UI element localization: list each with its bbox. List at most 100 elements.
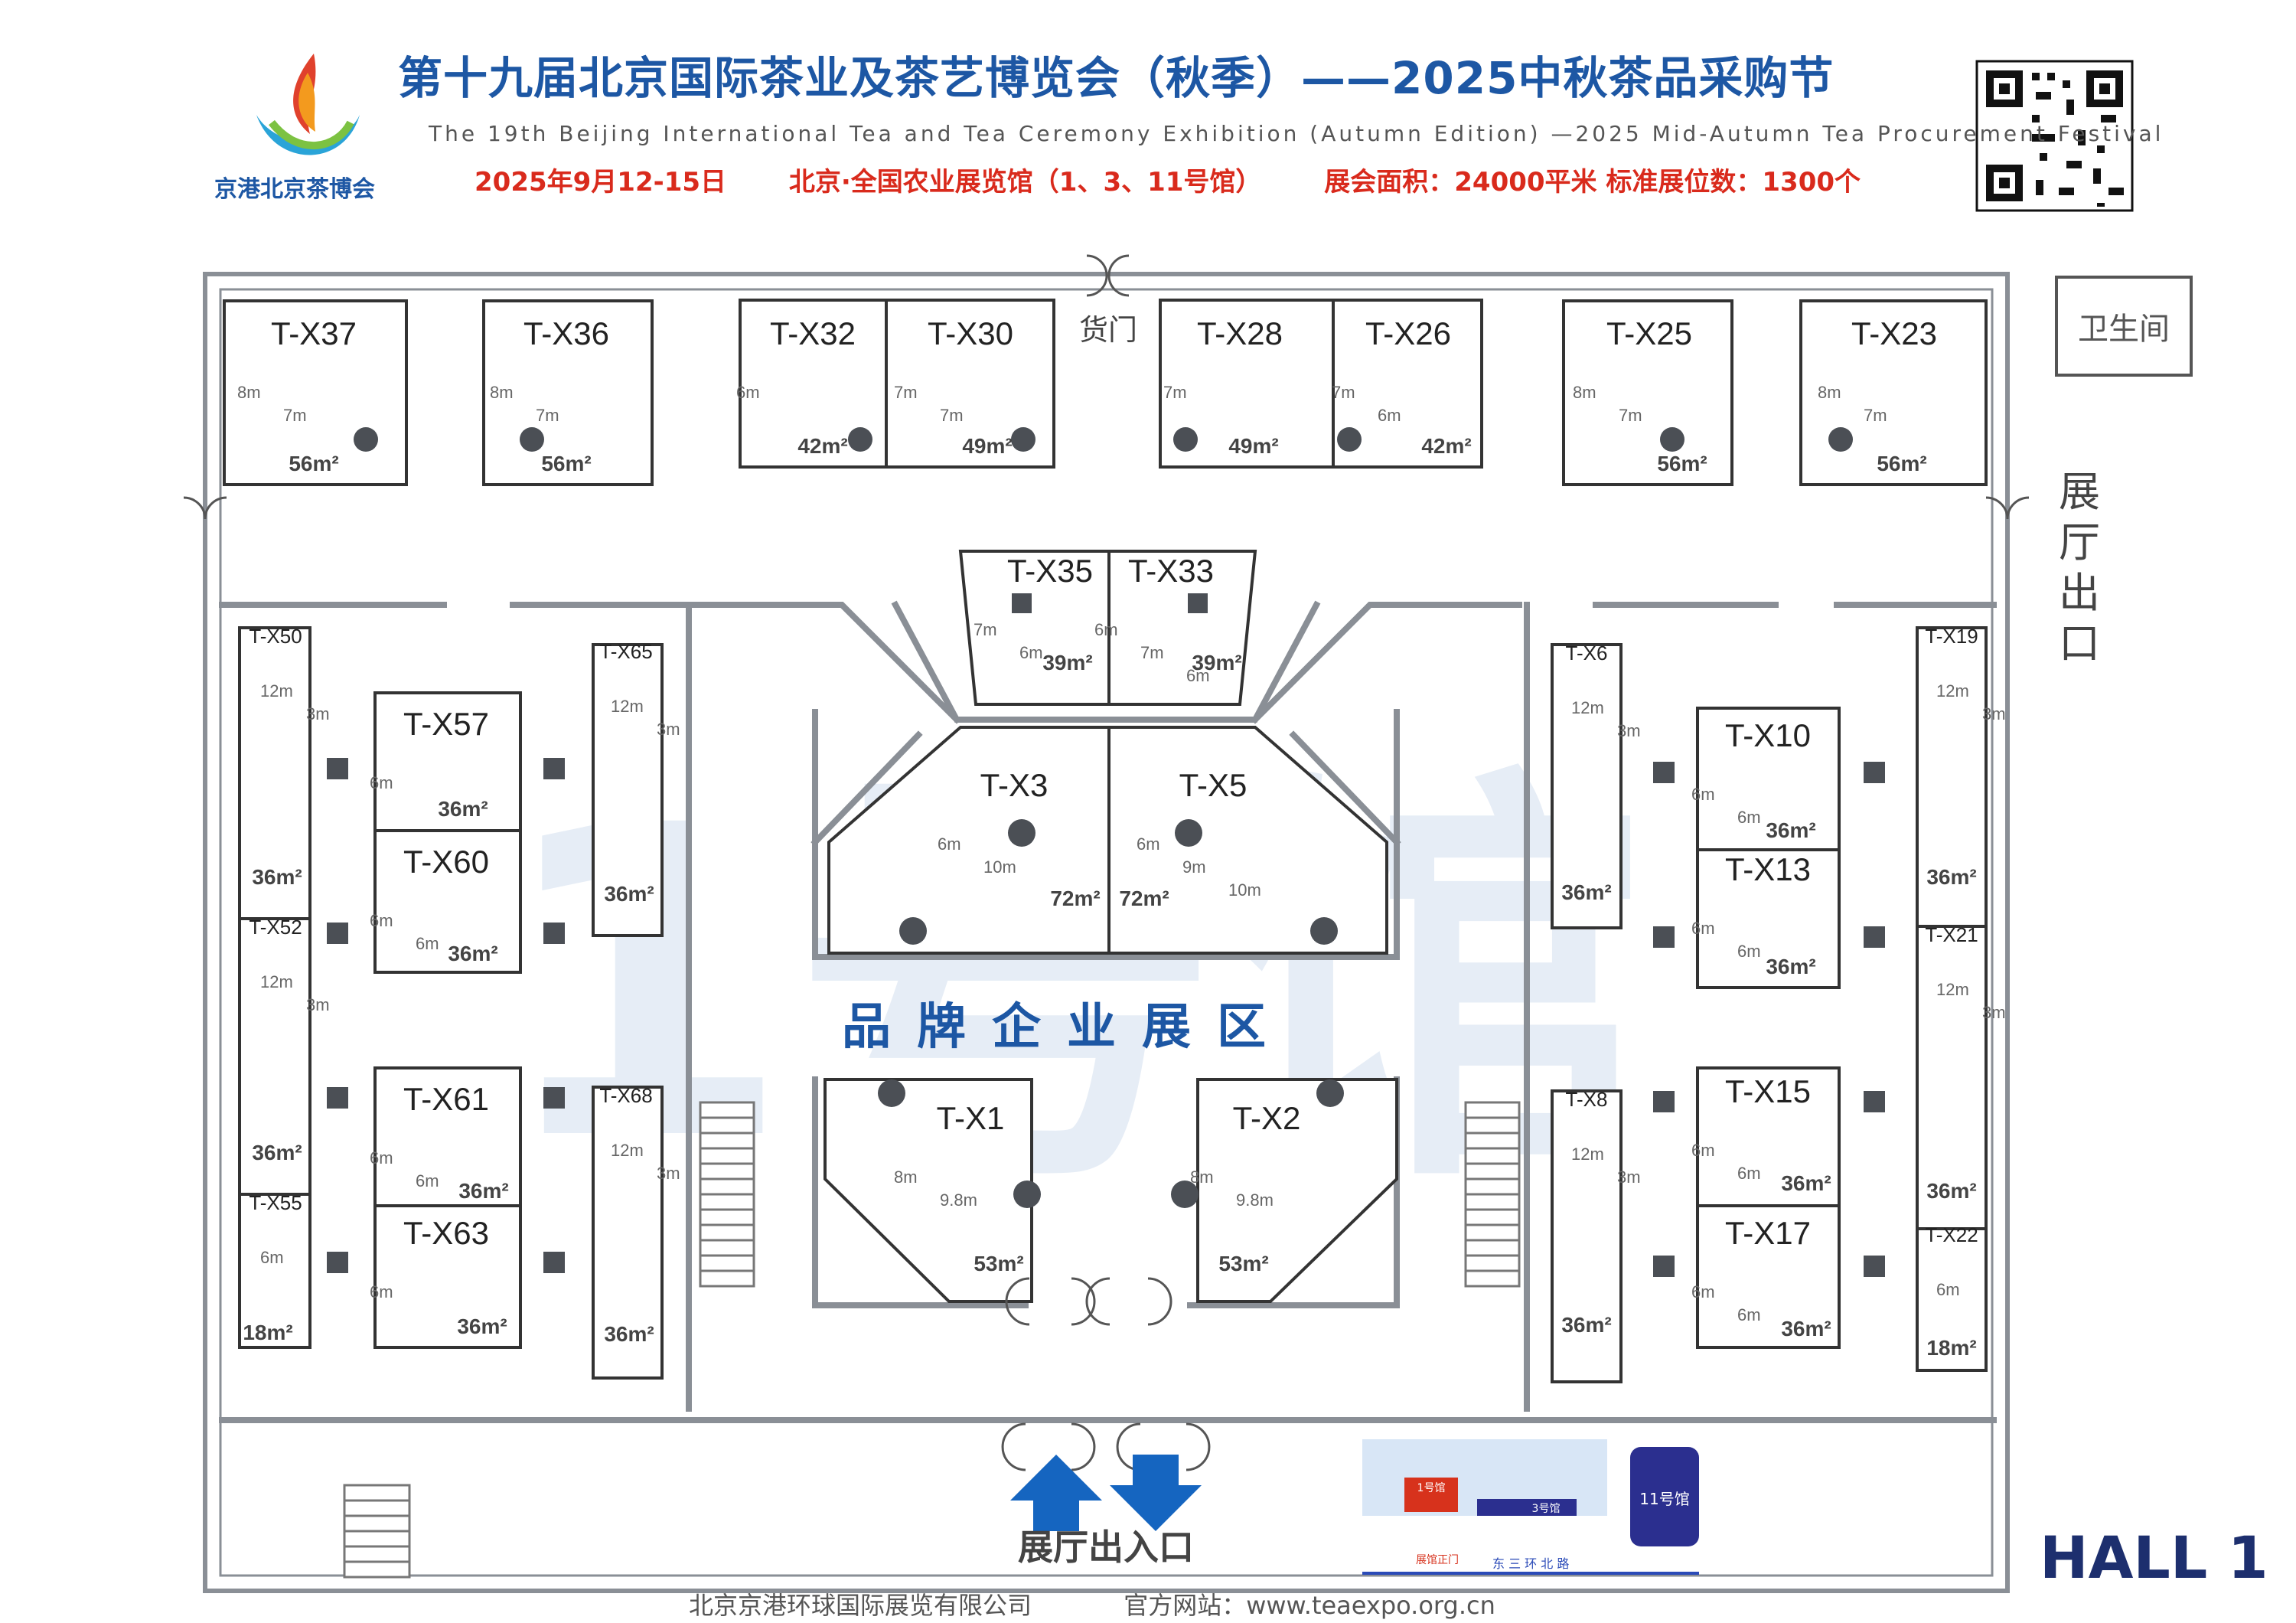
booth-dimension-label: 3m	[306, 995, 330, 1014]
footer-website: 官方网站：www.teaexpo.org.cn	[1124, 1591, 1495, 1620]
booth-id-t-x25: T-X25	[1606, 315, 1692, 351]
brand-zone-label: 品牌企业展区	[842, 999, 1292, 1056]
booth-area-t-x57: 36m²	[438, 797, 488, 821]
top-booth-group	[223, 299, 1988, 486]
booth-id-t-x3: T-X3	[980, 767, 1049, 803]
booth-id-t-x6: T-X6	[1566, 642, 1608, 665]
page-title: 第十九届北京国际茶业及茶艺博览会（秋季）——2025中秋茶品采购节	[398, 52, 1835, 104]
location-minimap: 1号馆 3号馆 11号馆 展馆正门 东 三 环 北 路	[1362, 1439, 1699, 1575]
booth-id-t-x8: T-X8	[1566, 1088, 1608, 1111]
booth-area-t-x1: 53m²	[974, 1252, 1023, 1275]
event-area: 展会面积：24000平米 标准展位数：1300个	[1324, 167, 1861, 198]
booth-dimension-label: 12m	[260, 681, 293, 700]
booth-dimension-label: 6m	[1019, 643, 1043, 662]
booth-area-t-x63: 36m²	[457, 1314, 507, 1338]
booth-area-t-x15: 36m²	[1781, 1171, 1831, 1195]
booth-dimension-label: 7m	[894, 383, 918, 402]
booth-dimension-label: 9.8m	[940, 1190, 977, 1210]
hall-entrance-label: 展厅出入口	[1018, 1527, 1194, 1568]
booth-dimension-label: 8m	[490, 383, 514, 402]
booth-area-t-x8: 36m²	[1561, 1313, 1611, 1337]
left-booths	[238, 626, 664, 1380]
booth-dimension-label: 10m	[983, 857, 1016, 877]
booth-dimension-label: 6m	[416, 934, 439, 953]
booth-dimension-label: 6m	[1936, 1280, 1960, 1299]
minimap-road: 东 三 环 北 路	[1492, 1556, 1569, 1571]
entrance-arrows	[1010, 1455, 1202, 1531]
booth-dimension-label: 12m	[1936, 980, 1969, 999]
booth-dimension-label: 8m	[237, 383, 261, 402]
booth-area-t-x30: 49m²	[962, 434, 1012, 458]
booth-dimension-label: 6m	[736, 383, 760, 402]
hall-name: HALL 1	[2040, 1523, 2268, 1592]
booth-id-t-x22: T-X22	[1925, 1223, 1978, 1246]
booth-dimension-label: 7m	[283, 406, 307, 425]
booth-area-t-x61: 36m²	[458, 1179, 508, 1203]
booth-dimension-label: 6m	[1137, 834, 1160, 854]
booth-dimension-label: 6m	[1737, 1164, 1761, 1183]
booth-dimension-label: 8m	[1190, 1167, 1214, 1187]
right-booths	[1551, 626, 1988, 1383]
booth-dimension-label: 6m	[260, 1248, 284, 1267]
booth-id-t-x23: T-X23	[1851, 315, 1937, 351]
booth-dimension-label: 3m	[657, 1164, 680, 1183]
booth-id-t-x35: T-X35	[1007, 553, 1093, 589]
booth-dimension-label: 6m	[1737, 1305, 1761, 1324]
footer-company: 北京京港环球国际展览有限公司	[689, 1591, 1032, 1620]
booth-area-t-x26: 42m²	[1421, 434, 1471, 458]
booth-area-t-x19: 36m²	[1926, 865, 1976, 889]
cargo-door-label: 货门	[1079, 313, 1138, 347]
booth-id-t-x57: T-X57	[403, 706, 489, 742]
booth-area-t-x50: 36m²	[252, 865, 302, 889]
minimap-main-gate: 展馆正门	[1416, 1554, 1459, 1566]
minimap-hall11: 11号馆	[1639, 1490, 1689, 1508]
booth-id-t-x60: T-X60	[403, 844, 489, 880]
booth-id-t-x61: T-X61	[403, 1081, 489, 1117]
booth-id-t-x1: T-X1	[937, 1100, 1005, 1136]
footer: 北京京港环球国际展览有限公司 官方网站：www.teaexpo.org.cn	[689, 1586, 1580, 1621]
booth-dimension-label: 3m	[1617, 1167, 1641, 1187]
page-subtitle: The 19th Beijing International Tea and T…	[429, 121, 2164, 146]
booth-dimension-label: 6m	[1094, 620, 1118, 639]
booth-dimension-label: 3m	[1617, 721, 1641, 740]
booth-area-t-x21: 36m²	[1926, 1179, 1976, 1203]
booth-dimension-label: 6m	[370, 773, 393, 792]
booth-id-t-x10: T-X10	[1725, 717, 1811, 753]
booth-id-t-x15: T-X15	[1725, 1073, 1811, 1109]
booth-area-t-x10: 36m²	[1766, 818, 1815, 842]
booth-dimension-label: 6m	[416, 1171, 439, 1190]
booth-dimension-label: 7m	[1619, 406, 1642, 425]
booth-id-t-x13: T-X13	[1725, 851, 1811, 887]
booth-area-t-x5: 72m²	[1119, 887, 1169, 910]
booth-id-t-x52: T-X52	[249, 916, 302, 939]
hall-exit-label: 展厅出口	[2059, 468, 2100, 668]
booth-id-t-x2: T-X2	[1233, 1100, 1301, 1136]
booth-dimension-label: 12m	[1571, 1145, 1604, 1164]
booth-dimension-label: 6m	[1691, 785, 1715, 804]
booth-area-t-x60: 36m²	[448, 942, 497, 965]
booth-area-t-x17: 36m²	[1781, 1317, 1831, 1341]
booth-dimension-label: 12m	[1571, 698, 1604, 717]
booth-dimension-label: 9m	[1182, 857, 1206, 877]
booth-id-t-x17: T-X17	[1725, 1215, 1811, 1251]
booth-dimension-label: 7m	[1163, 383, 1187, 402]
booth-id-t-x50: T-X50	[249, 625, 302, 648]
stairs	[343, 1101, 1521, 1579]
booth-corner-dots	[354, 427, 1853, 1208]
booth-dimension-label: 7m	[1332, 383, 1355, 402]
booth-dimension-label: 12m	[611, 1141, 644, 1160]
booth-area-t-x35: 39m²	[1042, 651, 1092, 674]
booth-dimension-label: 7m	[1140, 643, 1164, 662]
booth-id-t-x21: T-X21	[1925, 923, 1978, 946]
qr-code	[1975, 60, 2134, 212]
booth-dimension-label: 6m	[1691, 1282, 1715, 1301]
booth-id-t-x33: T-X33	[1128, 553, 1214, 589]
booth-area-t-x2: 53m²	[1218, 1252, 1268, 1275]
booth-dimension-label: 10m	[1228, 880, 1261, 900]
pillar-markers	[327, 593, 1885, 1277]
booth-area-t-x52: 36m²	[252, 1141, 302, 1164]
brand-name: 京港北京茶博会	[214, 176, 375, 203]
booth-id-t-x28: T-X28	[1197, 315, 1283, 351]
booth-dimension-label: 9.8m	[1236, 1190, 1274, 1210]
